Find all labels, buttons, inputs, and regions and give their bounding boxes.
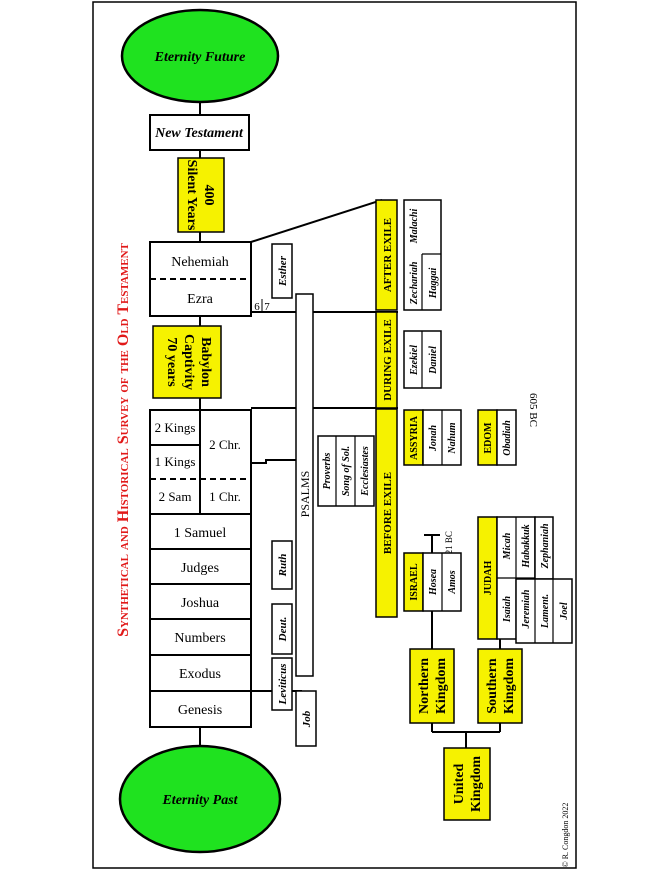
isaiah-label: Isaiah [502, 596, 513, 624]
svg-text:Silent Years: Silent Years [184, 160, 199, 231]
zechariah-label: Zechariah [409, 261, 420, 305]
joel-label: Joel [559, 602, 570, 620]
northern-kingdom-box [409, 648, 455, 724]
leviticus-label: Leviticus [277, 664, 289, 706]
eternity-future-label: Eternity Future [154, 50, 246, 65]
silent-years-box [177, 157, 225, 233]
psalms-box [295, 293, 314, 677]
zephaniah-label: Zephaniah [540, 523, 551, 569]
joshua-box [149, 583, 252, 620]
svg-text:Captivity: Captivity [181, 334, 196, 390]
1-chr-label: 1 Chr. [209, 489, 241, 504]
svg-text:Kingdom: Kingdom [469, 756, 484, 812]
exodus-label: Exodus [179, 667, 221, 682]
esther-box [271, 243, 293, 299]
job-box [295, 690, 317, 747]
date-721bc: 721 BC [444, 531, 454, 559]
deut-label: Deut. [277, 617, 289, 643]
new-testament-box [149, 114, 250, 151]
svg-text:400: 400 [201, 185, 216, 206]
2-kings-label: 2 Kings [155, 420, 196, 435]
svg-text:70 years: 70 years [164, 337, 179, 387]
haggai-label: Haggai [428, 268, 439, 300]
assyria-label: ASSYRIA [409, 415, 420, 460]
new-testament-label: New Testament [154, 126, 244, 141]
during-exile-bar [375, 311, 398, 409]
esther-label: Esther [277, 255, 289, 287]
judah-label: JUDAH [483, 561, 494, 596]
daniel-label: Daniel [428, 346, 439, 375]
eternity-past-ellipse [118, 744, 282, 854]
hosea-label: Hosea [428, 569, 439, 596]
leviticus-box [271, 657, 293, 711]
nehemiah-label: Nehemiah [171, 255, 229, 270]
united-kingdom-label: United Kingdom [452, 756, 484, 812]
wisdom-books-box [317, 435, 375, 507]
amos-label: Amos [447, 570, 458, 594]
before-exile-label: BEFORE EXILE [382, 472, 394, 554]
2-chr-label: 2 Chr. [209, 437, 241, 452]
ecclesiastes-label: Ecclesiastes [360, 446, 371, 497]
southern-kingdom-box [477, 648, 523, 724]
judges-box [149, 548, 252, 585]
jonah-label: Jonah [428, 425, 439, 453]
nahum-label: Nahum [447, 422, 458, 454]
genesis-box [149, 690, 252, 728]
malachi-label: Malachi [409, 209, 420, 245]
jeremiah-label: Jeremiah [521, 589, 532, 629]
copyright-note: © R. Congdon 2022 [561, 803, 570, 868]
joshua-label: Joshua [181, 596, 220, 611]
ezra-label: Ezra [187, 292, 213, 307]
1-kings-label: 1 Kings [155, 454, 196, 469]
proverbs-label: Proverbs [322, 453, 333, 490]
united-kingdom-box [443, 747, 491, 821]
ruth-label: Ruth [277, 554, 289, 578]
israel-label: ISRAEL [409, 563, 420, 601]
judah-prophets-box-b [515, 578, 573, 644]
numbers-box [149, 618, 252, 656]
northern-kingdom-label: Northern Kingdom [417, 658, 449, 714]
1-samuel-label: 1 Samuel [174, 526, 227, 541]
date-605bc: 605 BC [527, 393, 539, 427]
page-border [92, 1, 577, 869]
obadiah-box [496, 409, 517, 466]
deut-box [271, 603, 293, 655]
babylon-captivity-label: Babylon Captivity 70 years [164, 334, 213, 390]
svg-text:Kingdom: Kingdom [502, 658, 517, 714]
after-exile-label: AFTER EXILE [382, 218, 394, 292]
ezekiel-label: Ezekiel [409, 345, 420, 376]
after-exile-bar [375, 199, 398, 311]
southern-kingdom-label: Southern Kingdom [485, 658, 517, 714]
habakkuk-label: Habakkuk [521, 524, 532, 568]
job-label: Job [301, 710, 313, 728]
svg-text:Kingdom: Kingdom [434, 658, 449, 714]
micah-label: Micah [502, 532, 513, 560]
during-exile-label: DURING EXILE [382, 319, 394, 401]
svg-text:United: United [452, 764, 467, 805]
judges-label: Judges [181, 561, 219, 576]
babylon-captivity-box [152, 325, 222, 399]
eternity-future-ellipse [120, 8, 280, 104]
song-of-sol-label: Song of Sol. [341, 446, 352, 496]
genesis-label: Genesis [178, 703, 222, 718]
ezra-ch7: 7 [264, 301, 270, 313]
before-exile-bar [375, 408, 398, 618]
diagram-title: Synthetical and Historical Survey of the… [115, 242, 132, 636]
numbers-label: Numbers [174, 631, 225, 646]
psalms-label: PSALMS [298, 471, 312, 518]
edom-label: EDOM [483, 422, 494, 454]
2-sam-label: 2 Sam [159, 489, 192, 504]
silent-years-label: 400 Silent Years [184, 160, 216, 231]
ezra-ch6: 6 [254, 301, 260, 313]
svg-text:Babylon: Babylon [198, 337, 213, 387]
ruth-box [271, 540, 293, 590]
lament-label: Lament. [540, 594, 551, 629]
svg-text:Southern: Southern [485, 658, 500, 713]
obadiah-label: Obadiah [502, 420, 513, 456]
eternity-past-label: Eternity Past [161, 793, 238, 808]
svg-text:Northern: Northern [417, 658, 432, 714]
